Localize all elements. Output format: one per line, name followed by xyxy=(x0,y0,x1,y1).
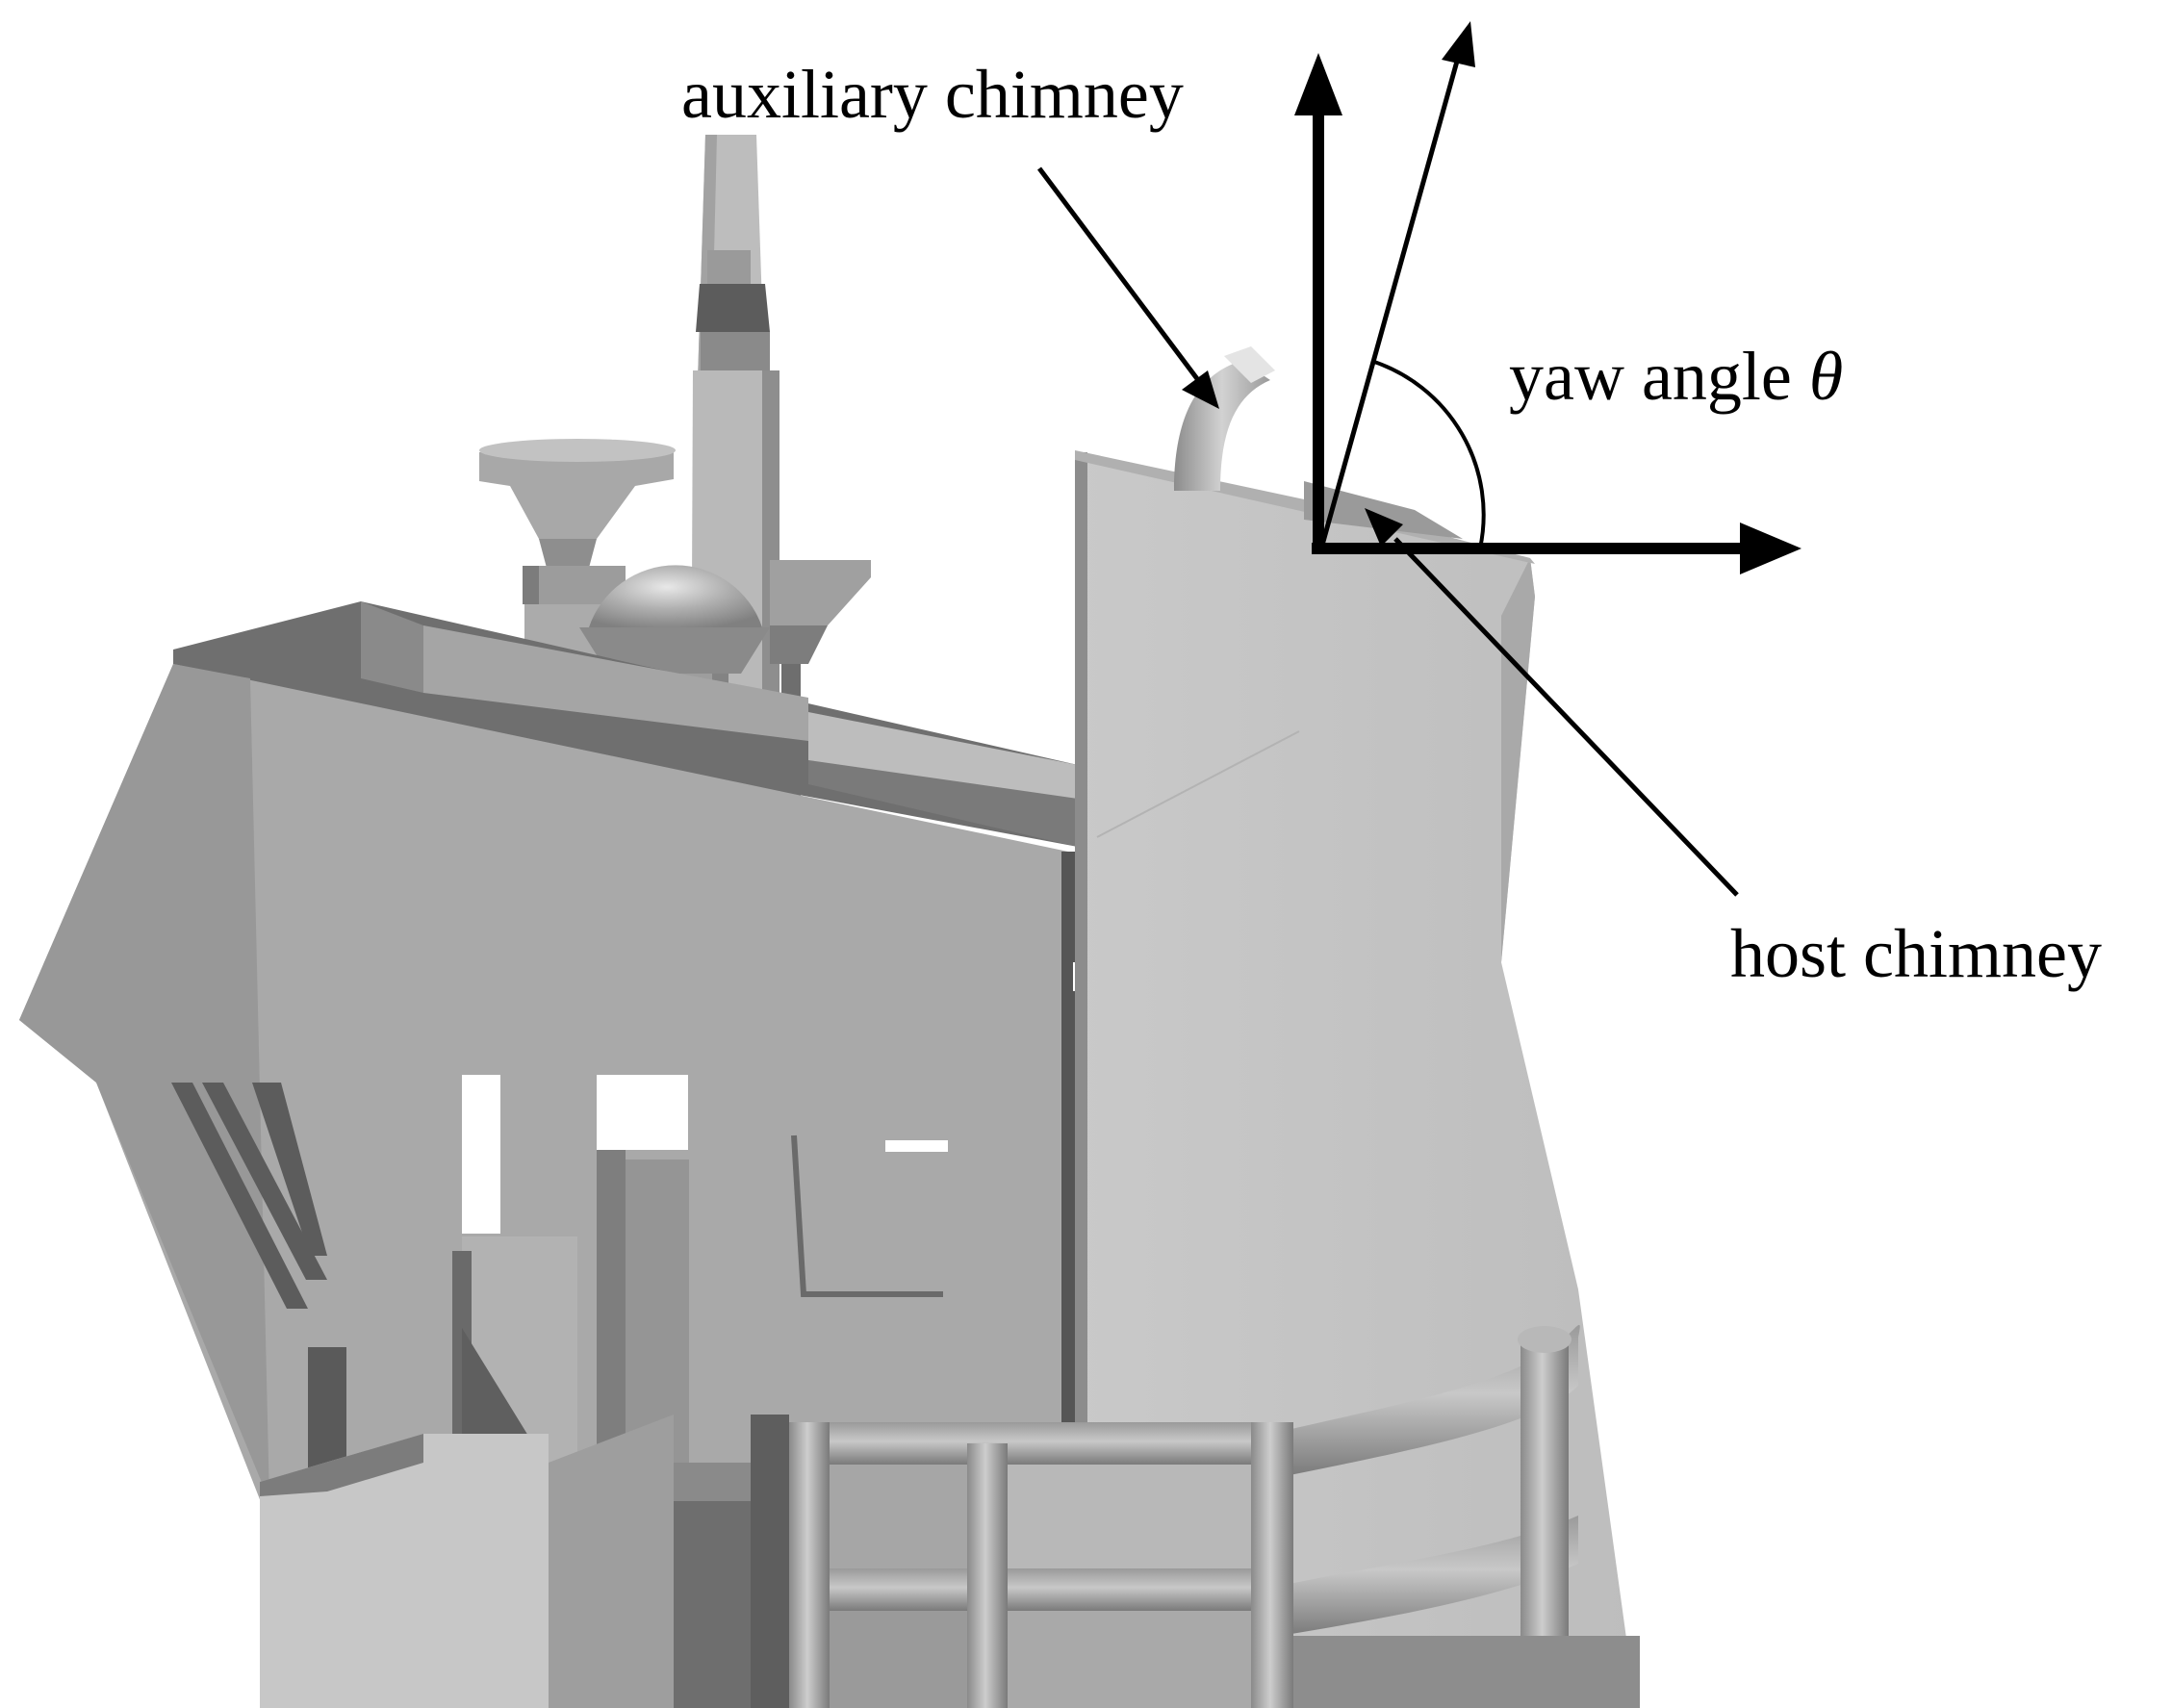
auxiliary-chimney-leader-arrowhead xyxy=(1182,370,1219,409)
horizontal-axis-arrowhead xyxy=(1740,523,1801,574)
rotated-axis-arrowhead xyxy=(1442,21,1475,67)
theta-symbol: θ xyxy=(1808,338,1844,415)
auxiliary-chimney-label: auxiliary chimney xyxy=(681,56,1184,133)
yaw-angle-label: yaw angle θ xyxy=(1509,342,1843,411)
vertical-axis-arrowhead xyxy=(1294,53,1342,115)
host-chimney-leader-arrowhead xyxy=(1365,508,1403,547)
host-chimney-label: host chimney xyxy=(1730,915,2102,992)
railing xyxy=(789,1324,1640,1708)
yaw-angle-text: yaw angle xyxy=(1509,338,1792,415)
coordinate-axes xyxy=(1294,21,1801,574)
leader-lines xyxy=(1037,166,1739,897)
yaw-angle-arc xyxy=(1370,359,1486,549)
